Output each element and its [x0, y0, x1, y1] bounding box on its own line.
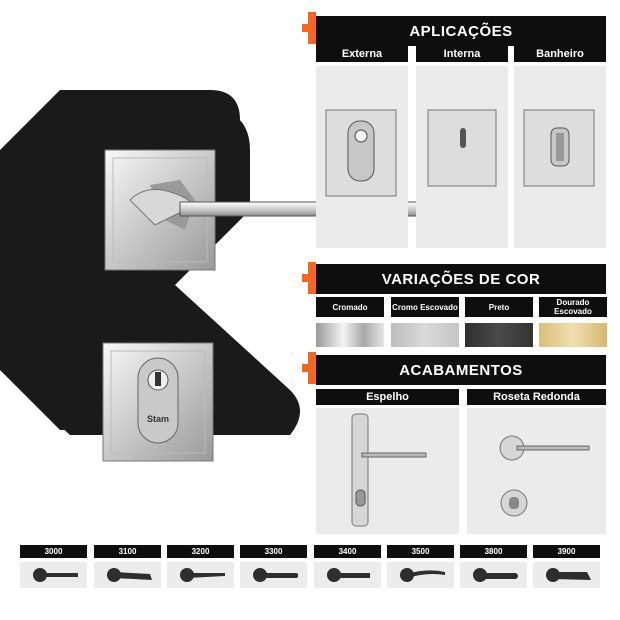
- model-3400-image[interactable]: [314, 562, 381, 588]
- model-3100-image[interactable]: [94, 562, 161, 588]
- model-tab-3500[interactable]: 3500: [387, 545, 454, 558]
- model-3300-image[interactable]: [240, 562, 307, 588]
- model-3200-image[interactable]: [167, 562, 234, 588]
- swatch-cromo-escovado[interactable]: [391, 323, 459, 347]
- application-banheiro-image: [514, 66, 606, 248]
- tab-banheiro[interactable]: Banheiro: [514, 46, 606, 62]
- swatch-cromado[interactable]: [316, 323, 384, 347]
- color-label-dourado-escovado: Dourado Escovado: [539, 297, 607, 317]
- application-interna-image: [416, 66, 508, 248]
- swatch-dourado-escovado[interactable]: [539, 323, 607, 347]
- tab-espelho[interactable]: Espelho: [316, 389, 459, 405]
- model-tab-3800[interactable]: 3800: [460, 545, 527, 558]
- model-3800-image[interactable]: [460, 562, 527, 588]
- brand-lock-label: Stam: [147, 414, 169, 424]
- color-label-cromado: Cromado: [316, 297, 384, 317]
- tab-roseta-redonda[interactable]: Roseta Redonda: [467, 389, 606, 405]
- section-title-acabamentos: ACABAMENTOS: [316, 355, 606, 385]
- color-label-preto: Preto: [465, 297, 533, 317]
- model-tab-3400[interactable]: 3400: [314, 545, 381, 558]
- lock-cylinder-image: Stam: [102, 342, 214, 462]
- model-3500-image[interactable]: [387, 562, 454, 588]
- swatch-preto[interactable]: [465, 323, 533, 347]
- application-externa-image: [316, 66, 408, 248]
- color-label-cromo-escovado: Cromo Escovado: [391, 297, 459, 317]
- finish-roseta-redonda-image: [467, 408, 606, 534]
- model-3900-image[interactable]: [533, 562, 600, 588]
- model-3000-image[interactable]: [20, 562, 87, 588]
- model-tab-3900[interactable]: 3900: [533, 545, 600, 558]
- finish-espelho-image: [316, 408, 459, 534]
- section-title-variacoes: VARIAÇÕES DE COR: [316, 264, 606, 294]
- model-tab-3100[interactable]: 3100: [94, 545, 161, 558]
- model-tab-3000[interactable]: 3000: [20, 545, 87, 558]
- model-tab-3200[interactable]: 3200: [167, 545, 234, 558]
- tab-interna[interactable]: Interna: [416, 46, 508, 62]
- section-title-aplicacoes: APLICAÇÕES: [316, 16, 606, 46]
- tab-externa[interactable]: Externa: [316, 46, 408, 62]
- model-tab-3300[interactable]: 3300: [240, 545, 307, 558]
